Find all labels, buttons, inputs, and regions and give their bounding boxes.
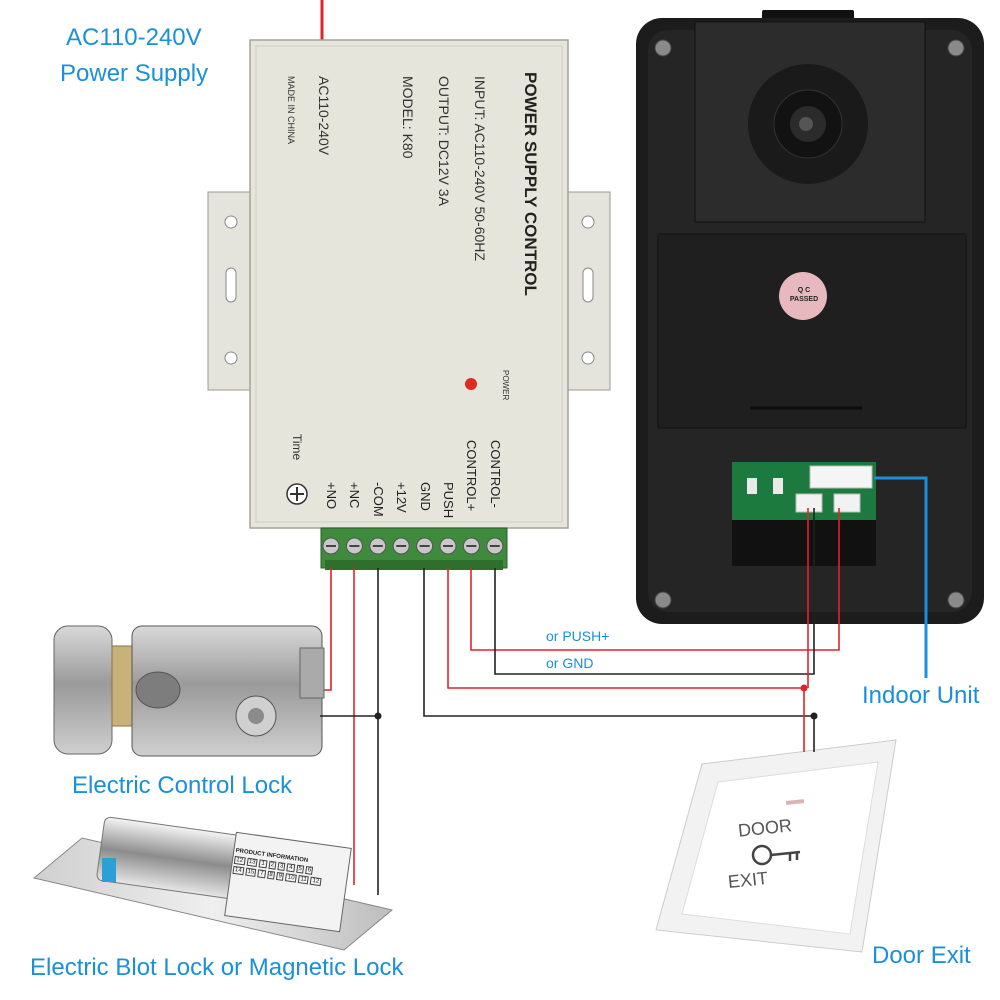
info-cell: 5: [295, 864, 305, 874]
bolt-lock-label: Electric Blot Lock or Magnetic Lock: [30, 954, 404, 981]
power-box-made-in: MADE IN CHINA: [286, 76, 296, 145]
indoor-unit-label: Indoor Unit: [862, 682, 980, 709]
power-box-heading: POWER SUPPLY CONTROL: [521, 72, 540, 296]
info-cell: 12: [233, 855, 246, 866]
info-cell: 6: [305, 865, 314, 875]
info-cell: 7: [257, 869, 266, 879]
info-cell: 8: [266, 870, 276, 880]
door-exit-image: [655, 739, 897, 953]
wire-note-gnd: or GND: [546, 655, 594, 671]
power-box-voltage: AC110-240V: [316, 76, 332, 156]
qc-line-1: Q C: [797, 287, 811, 294]
info-cell: 13: [246, 857, 259, 868]
terminal-label: +12V: [394, 482, 410, 513]
info-cell: 14: [232, 865, 245, 876]
indoor-unit: [636, 10, 984, 624]
info-cell: 3: [277, 862, 286, 871]
bolt-lock-image: [32, 816, 394, 951]
power-supply-title-line1: AC110-240V: [66, 24, 202, 51]
info-cell: 11: [297, 875, 310, 885]
qc-sticker-text: Q C PASSED: [782, 286, 826, 304]
info-cell: 10: [285, 873, 297, 883]
power-box-input: INPUT: AC110-240V 50-60HZ: [472, 76, 488, 261]
qc-sticker-icon: [779, 272, 827, 320]
terminal-label: CONTROL-: [487, 440, 503, 508]
terminal-label: +NC: [347, 482, 363, 509]
terminal-label: +NO: [324, 482, 339, 510]
info-cell: 9: [276, 871, 285, 881]
info-cell: 15: [244, 867, 257, 878]
door-exit-label: Door Exit: [872, 942, 971, 969]
qc-line-2: PASSED: [789, 296, 819, 303]
power-led-label: POWER: [501, 370, 510, 401]
info-cell: 4: [286, 863, 296, 873]
electric-control-lock-image: [53, 625, 325, 757]
time-label: Time: [290, 434, 304, 461]
indoor-unit-pointer: [874, 476, 928, 678]
power-supply-box: [249, 39, 569, 529]
power-box-model: MODEL: K80: [400, 76, 416, 159]
wire-note-push: or PUSH+: [546, 628, 610, 644]
info-cell: 1: [258, 859, 268, 869]
power-led-icon: [465, 378, 477, 390]
info-cell: 12: [309, 876, 322, 887]
electric-control-lock-label: Electric Control Lock: [72, 772, 293, 799]
terminal-label: CONTROL+: [464, 440, 480, 512]
terminal-label: -COM: [370, 482, 386, 517]
terminal-label: PUSH: [441, 482, 456, 519]
wires: [320, 508, 840, 895]
terminal-label: GND: [417, 482, 433, 511]
door-button-text-exit: EXIT: [727, 867, 769, 893]
power-box-output: OUTPUT: DC12V 3A: [436, 76, 452, 206]
info-cell: 2: [268, 860, 277, 870]
power-supply-flanges: [207, 191, 611, 391]
power-supply-title-line2: Power Supply: [60, 60, 209, 87]
